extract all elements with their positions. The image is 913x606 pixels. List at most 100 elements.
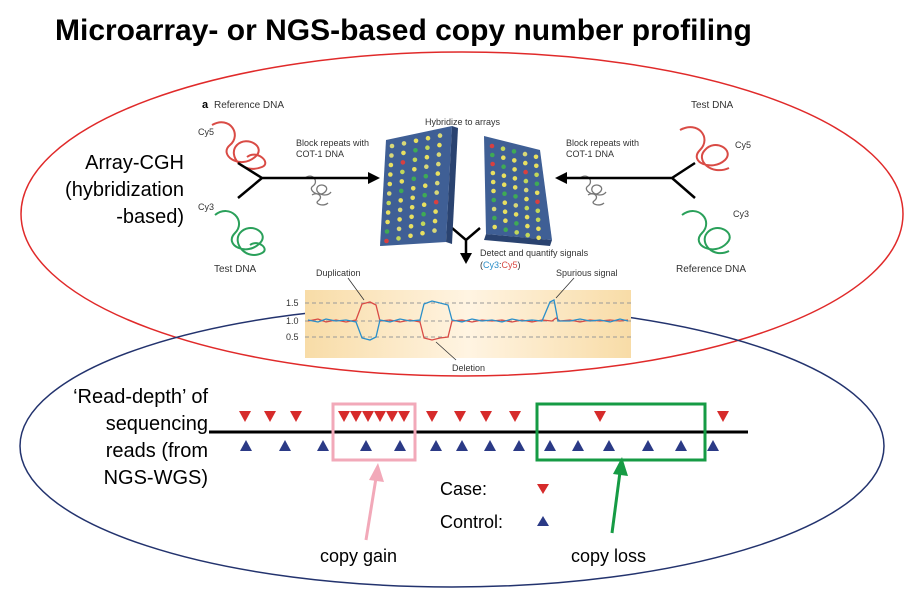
case-marker [426,411,438,422]
array-spot [535,208,541,214]
test-dna-left-label: Test DNA [214,264,257,275]
control-marker [642,440,654,451]
array-spot [512,185,518,190]
hybridize-label: Hybridize to arrays [425,117,501,127]
array-spot [491,197,497,203]
array-spot [389,153,394,158]
array-spot [421,211,426,217]
array-spot [387,181,393,187]
array-spot [412,167,417,172]
array-spot [422,183,428,188]
array-spot [490,152,495,158]
array-spot [512,176,518,181]
cy5-left-label: Cy5 [198,127,214,137]
case-marker [717,411,729,422]
array-spot [425,145,430,150]
y-junction-center [451,227,481,256]
array-spot [425,135,431,141]
control-marker [317,440,329,451]
array-cgh-label: Array-CGH (hybridization -based) [36,150,184,231]
array-spot [424,154,430,160]
cy5-right-label: Cy5 [735,140,751,150]
control-marker [544,440,556,451]
array-spot [501,155,506,160]
case-marker [374,411,386,422]
cy3-left-label: Cy3 [198,202,214,212]
cot1-squiggle-right [579,175,607,206]
array-spot [401,141,407,146]
array-spot [384,238,389,244]
array-spot [503,218,508,223]
array-spot [436,152,442,157]
array-spot [398,188,404,194]
array-spot [534,163,539,169]
duplication-pointer [347,277,365,301]
array-spot [423,173,429,179]
read-depth-label: ‘Read-depth’ of sequencing reads (from N… [30,384,208,492]
panel-letter: a [202,99,209,111]
array-spot [436,161,441,167]
array-cgh-ellipse [20,51,904,377]
array-spot [501,182,507,187]
page-title: Microarray- or NGS-based copy number pro… [55,14,752,47]
cy3-signal-trace [307,299,629,341]
microarray-right-spots [489,143,541,241]
array-spot [534,181,540,187]
array-spot [491,188,496,194]
control-marker [240,440,252,451]
y-junction-right [563,161,696,199]
case-marker [290,411,302,422]
control-markers [240,440,719,451]
case-marker [509,411,521,422]
spurious-pointer [555,277,575,299]
array-spot [501,164,506,169]
array-spot [397,207,403,213]
array-spot [433,209,438,214]
array-spot [410,195,416,201]
array-spot [525,223,530,229]
array-spot [437,142,442,148]
array-spot [513,194,518,199]
array-spot [400,169,405,175]
array-spot [513,212,519,217]
read-depth-line-4: NGS-WGS) [103,467,208,489]
arrow-head-left [368,172,380,184]
array-spot [514,221,519,226]
array-cgh-line-3: -based) [116,206,184,228]
array-spot [533,154,539,160]
tick-1-5: 1.5 [286,298,299,308]
case-marker [480,411,492,422]
case-marker [264,411,276,422]
green-dna-squiggle-left [214,210,266,256]
array-spot [514,230,519,235]
array-spot [490,170,496,176]
array-spot [513,203,519,208]
copy-loss-arrow-shaft [610,471,622,534]
test-dna-right-label: Test DNA [691,100,734,111]
array-spot [492,224,498,230]
array-spot [420,230,425,236]
reference-dna-left-label: Reference DNA [214,100,284,111]
block-repeats-left-l2: COT-1 DNA [296,149,344,159]
array-spot [523,187,529,193]
array-spot [524,214,530,220]
legend-case-label: Case: [440,479,487,499]
array-spot [386,191,392,196]
legend-case-marker [537,484,549,494]
array-spot [408,224,414,229]
array-spot [535,199,540,205]
control-marker [430,440,442,451]
copy-loss-arrow-head [613,457,628,476]
array-spot [512,158,517,163]
block-repeats-left-l1: Block repeats with [296,138,369,148]
copy-gain-arrow-head [369,463,384,482]
array-cgh-line-2: (hybridization [65,179,184,201]
control-marker [707,440,719,451]
duplication-label: Duplication [316,268,361,278]
array-spot [399,179,405,184]
red-dna-squiggle-left [211,121,267,170]
array-spot [511,149,517,154]
array-spot [410,186,416,191]
array-spot [409,214,414,220]
